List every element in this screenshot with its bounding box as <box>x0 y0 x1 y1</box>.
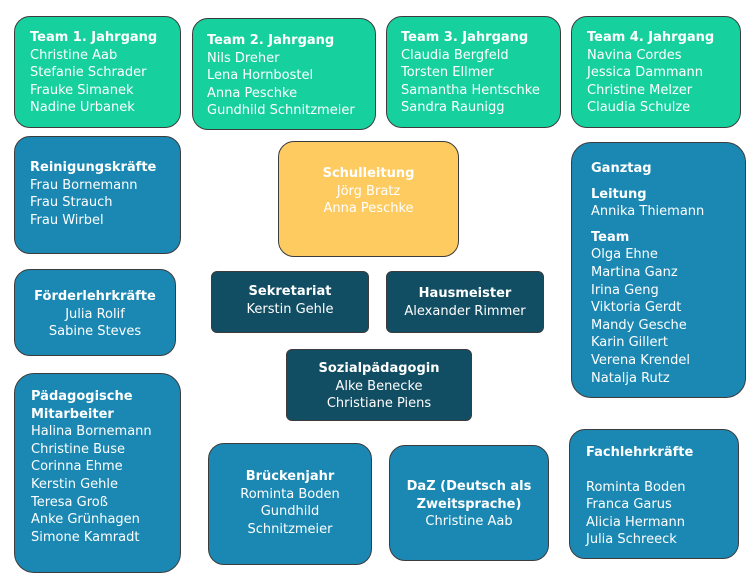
list-item: Olga Ehne <box>591 247 658 263</box>
ganztag-title: Ganztag <box>591 161 652 176</box>
team-4-box: Team 4. Jahrgang Navina Cordes Jessica D… <box>571 16 741 128</box>
ganztag-box: Ganztag Leitung Annika Thiemann Team Olg… <box>571 142 746 398</box>
team-3-title: Team 3. Jahrgang <box>401 30 529 45</box>
list-item: Franca Garus <box>586 497 672 513</box>
schulleitung-title: Schulleitung <box>322 166 415 181</box>
list-item: Verena Krendel <box>591 352 690 368</box>
hausmeister-box: Hausmeister Alexander Rimmer <box>386 271 544 333</box>
list-item: Gundhild Schnitzmeier <box>207 103 355 119</box>
list-item: Anna Peschke <box>323 201 414 217</box>
list-item: Lena Hornbostel <box>207 68 314 84</box>
list-item: Christine Aab <box>425 514 513 530</box>
list-item: Torsten Ellmer <box>401 65 494 81</box>
paed-title-line-1: Pädagogische <box>31 389 133 404</box>
list-item: Sandra Raunigg <box>401 100 505 116</box>
foerder-title: Förderlehrkräfte <box>34 289 156 304</box>
list-item: Frau Strauch <box>30 195 113 211</box>
list-item: Kerstin Gehle <box>246 301 334 317</box>
bruecken-box: Brückenjahr Rominta Boden Gundhild Schni… <box>208 443 372 565</box>
list-item: Karin Gillert <box>591 335 668 351</box>
list-item: Kerstin Gehle <box>31 476 118 492</box>
reinigung-box: Reinigungskräfte Frau Bornemann Frau Str… <box>14 136 181 254</box>
fach-title: Fachlehrkräfte <box>586 445 694 460</box>
list-item: Anke Grünhagen <box>31 512 140 528</box>
paed-box: Pädagogische Mitarbeiter Halina Borneman… <box>14 373 181 573</box>
list-item: Julia Schreeck <box>586 532 677 548</box>
list-item: Christiane Piens <box>326 396 432 412</box>
daz-box: DaZ (Deutsch als Zweitsprache) Christine… <box>389 445 549 561</box>
list-item: Annika Thiemann <box>591 204 705 220</box>
list-item: Navina Cordes <box>587 47 682 63</box>
fach-box: Fachlehrkräfte Rominta Boden Franca Garu… <box>569 429 739 559</box>
foerder-box: Förderlehrkräfte Julia Rolif Sabine Stev… <box>14 269 176 356</box>
daz-title-line-2: Zweitsprache) <box>416 496 522 512</box>
sekretariat-title: Sekretariat <box>248 284 332 299</box>
list-item: Gundhild <box>260 504 320 520</box>
list-item: Samantha Hentschke <box>401 82 540 98</box>
reinigung-title: Reinigungskräfte <box>30 160 157 175</box>
list-item: Jessica Dammann <box>587 65 703 81</box>
list-item: Corinna Ehme <box>31 459 123 475</box>
list-item: Nadine Urbanek <box>30 100 135 116</box>
team-3-box: Team 3. Jahrgang Claudia Bergfeld Torste… <box>386 16 561 128</box>
list-item: Julia Rolif <box>65 306 125 322</box>
list-item: Alke Benecke <box>335 378 423 394</box>
team-2-box: Team 2. Jahrgang Nils Dreher Lena Hornbo… <box>192 18 376 130</box>
list-item: Teresa Groß <box>31 494 108 510</box>
list-item: Jörg Bratz <box>336 183 401 199</box>
paed-title-line-2: Mitarbeiter <box>31 406 114 422</box>
list-item: Anna Peschke <box>207 85 298 101</box>
team-2-title: Team 2. Jahrgang <box>207 33 335 48</box>
list-item: Mandy Gesche <box>591 317 687 333</box>
list-item: Sabine Steves <box>48 324 142 340</box>
daz-title-line-1: DaZ (Deutsch als <box>406 479 532 494</box>
list-item: Frauke Simanek <box>30 82 134 98</box>
list-item: Martina Ganz <box>591 264 678 280</box>
sozial-title: Sozialpädagogin <box>318 361 440 376</box>
bruecken-title: Brückenjahr <box>245 469 335 484</box>
ganztag-team-label: Team <box>591 229 630 245</box>
list-item: Claudia Bergfeld <box>401 47 509 63</box>
list-item: Christine Melzer <box>587 82 693 98</box>
list-item: Frau Wirbel <box>30 212 104 228</box>
list-item: Irina Geng <box>591 282 659 298</box>
list-item: Frau Bornemann <box>30 177 138 193</box>
list-item: Alicia Hermann <box>586 514 685 530</box>
list-item: Claudia Schulze <box>587 100 691 116</box>
hausmeister-title: Hausmeister <box>418 286 512 301</box>
list-item: Christine Buse <box>31 441 126 457</box>
list-item: Halina Bornemann <box>31 424 152 440</box>
list-item: Schnitzmeier <box>247 521 333 537</box>
list-item: Simone Kamradt <box>31 529 140 545</box>
list-item: Viktoria Gerdt <box>591 300 682 316</box>
team-1-box: Team 1. Jahrgang Christine Aab Stefanie … <box>14 16 181 128</box>
ganztag-leitung-label: Leitung <box>591 186 647 202</box>
sozial-box: Sozialpädagogin Alke Benecke Christiane … <box>286 349 472 421</box>
list-item: Nils Dreher <box>207 50 280 66</box>
team-1-title: Team 1. Jahrgang <box>30 30 158 45</box>
team-4-title: Team 4. Jahrgang <box>587 30 715 45</box>
list-item: Christine Aab <box>30 47 118 63</box>
list-item: Rominta Boden <box>240 486 340 502</box>
list-item: Rominta Boden <box>586 479 686 495</box>
list-item: Stefanie Schrader <box>30 65 147 81</box>
sekretariat-box: Sekretariat Kerstin Gehle <box>211 271 369 333</box>
list-item: Alexander Rimmer <box>404 303 526 319</box>
list-item: Natalja Rutz <box>591 370 670 386</box>
schulleitung-box: Schulleitung Jörg Bratz Anna Peschke <box>278 141 459 257</box>
